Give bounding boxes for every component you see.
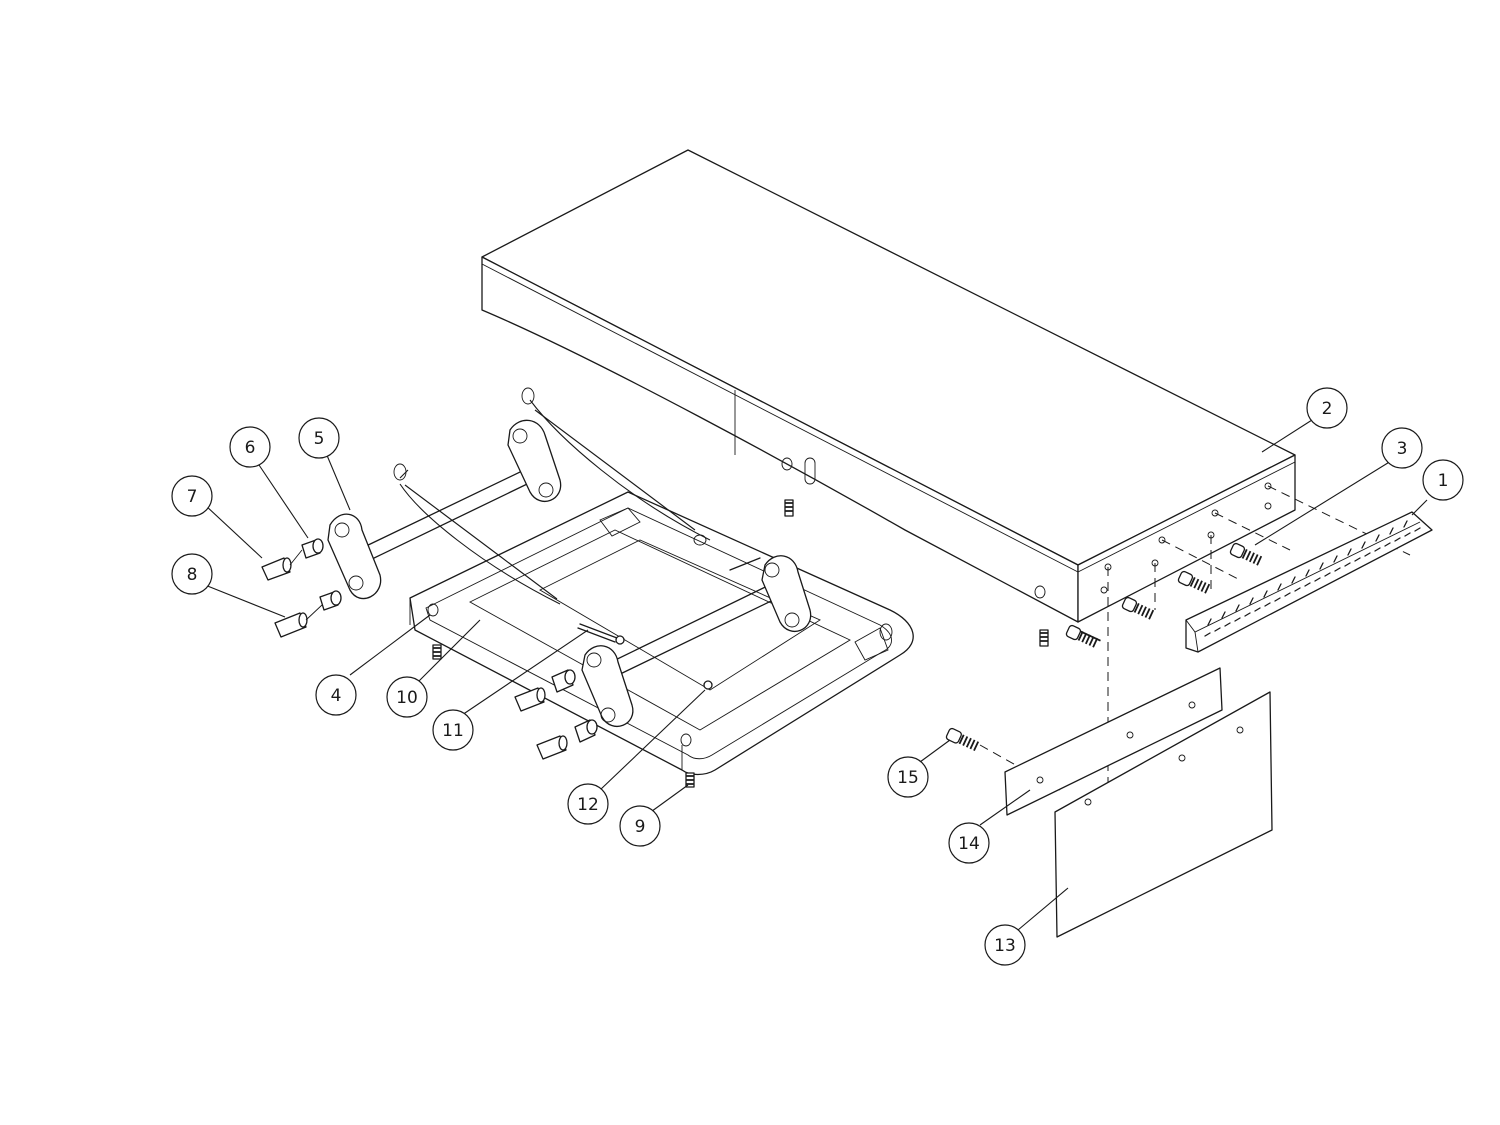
callout-number: 3 bbox=[1397, 439, 1408, 459]
callout-balloon-12: 12 bbox=[567, 783, 609, 825]
callout-number: 4 bbox=[331, 686, 342, 706]
leader-lines bbox=[204, 419, 1428, 931]
guide-rods bbox=[361, 459, 799, 679]
screw-part-15 bbox=[945, 727, 980, 752]
callout-number: 1 bbox=[1438, 471, 1449, 491]
callout-number: 9 bbox=[635, 817, 646, 837]
callout-number: 7 bbox=[187, 487, 198, 507]
callout-balloon-9: 9 bbox=[619, 805, 661, 847]
callout-number: 5 bbox=[314, 429, 325, 449]
bushings-part-6 bbox=[301, 538, 598, 743]
callout-number: 2 bbox=[1322, 399, 1333, 419]
callout-balloon-2: 2 bbox=[1306, 387, 1348, 429]
callout-balloon-8: 8 bbox=[171, 553, 213, 595]
callout-number: 11 bbox=[442, 721, 464, 741]
callout-balloon-14: 14 bbox=[948, 822, 990, 864]
callout-balloon-10: 10 bbox=[386, 676, 428, 718]
callout-balloon-6: 6 bbox=[229, 426, 271, 468]
callout-number: 6 bbox=[245, 438, 256, 458]
plate-part-13 bbox=[1054, 691, 1273, 938]
pin-part-12 bbox=[703, 557, 761, 690]
callout-number: 12 bbox=[577, 795, 599, 815]
callout-number: 14 bbox=[958, 834, 980, 854]
springs-part-10 bbox=[393, 387, 711, 605]
table-block-part-2 bbox=[481, 149, 1296, 647]
callout-balloon-1: 1 bbox=[1422, 459, 1464, 501]
callout-number: 8 bbox=[187, 565, 198, 585]
callout-balloon-4: 4 bbox=[315, 674, 357, 716]
callout-number: 15 bbox=[897, 768, 919, 788]
callout-number: 13 bbox=[994, 936, 1016, 956]
callout-balloon-3: 3 bbox=[1381, 427, 1423, 469]
base-frame-part-4 bbox=[409, 491, 914, 788]
pin-part-11 bbox=[577, 623, 625, 645]
callout-balloon-13: 13 bbox=[984, 924, 1026, 966]
callout-balloon-7: 7 bbox=[171, 475, 213, 517]
link-arms-part-5 bbox=[327, 419, 812, 727]
cutter-bar-part-1 bbox=[1185, 511, 1433, 653]
clamp-strip-part-14 bbox=[1004, 667, 1223, 816]
callout-balloon-11: 11 bbox=[432, 709, 474, 751]
cap-screws-part-3 bbox=[1065, 542, 1263, 648]
callout-number: 10 bbox=[396, 688, 418, 708]
callout-balloon-5: 5 bbox=[298, 417, 340, 459]
callout-balloon-15: 15 bbox=[887, 756, 929, 798]
pins-part-7-8 bbox=[261, 549, 568, 760]
